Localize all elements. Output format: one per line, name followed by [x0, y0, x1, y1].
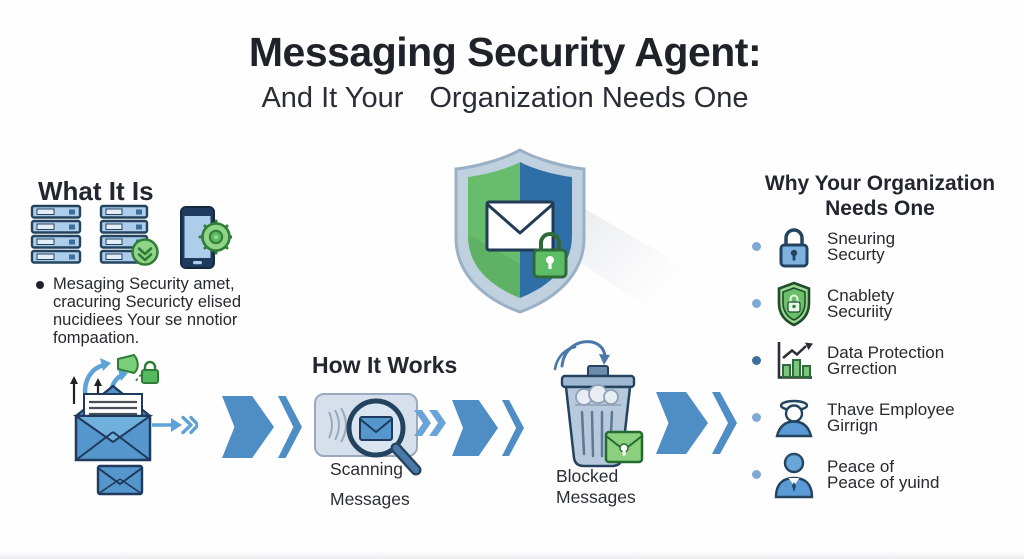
why-item-line1: Cnablety [827, 286, 895, 305]
arrow-body [656, 392, 708, 454]
bullet-dot [752, 470, 761, 479]
employee-icon [771, 395, 817, 441]
why-item-line1: Thave Employee [827, 400, 955, 419]
arrow-right-small-icon [152, 415, 198, 435]
subtitle-part2: Organization Needs One [429, 82, 749, 115]
server-download-badge-icon [99, 204, 159, 266]
bullet-dot [752, 242, 761, 251]
how-it-works-heading: How It Works [312, 352, 458, 378]
page-subtitle: And It Your Organization Needs One [0, 82, 1010, 115]
flow-arrow-icon [222, 396, 302, 458]
bullet-dot [752, 356, 761, 365]
person-suit-icon [771, 452, 817, 498]
why-list: Sneuring Securty Cnablety Securiity [752, 224, 1014, 498]
arrow-chevron [502, 400, 524, 456]
what-text-line: nucidiees Your se nnotior [53, 311, 238, 329]
page-title: Messaging Security Agent: [248, 29, 762, 75]
why-item-line2: Securiity [827, 301, 893, 321]
why-item-securing: Sneuring Securty [752, 224, 1014, 269]
flow-arrow-icon [452, 400, 524, 456]
why-heading: Why Your Organization Needs One [752, 172, 1008, 222]
blocked-label: Blocked Messages [556, 466, 636, 508]
why-item-text: Data Protection Grrection [827, 343, 945, 378]
what-text-line: fompaation. [53, 329, 140, 347]
arrow-chevron [278, 396, 302, 458]
lock-icon [771, 224, 817, 270]
scanning-label-line2: Messages [330, 489, 410, 509]
blocked-trash-icon [553, 340, 644, 468]
bottom-shadow [0, 551, 1024, 559]
why-item-line1: Peace of [827, 457, 895, 476]
why-item-peace: Peace of Peace of yuind [752, 452, 1014, 498]
what-it-is-text: Mesaging Security amet, cracuring Securi… [53, 275, 241, 347]
why-item-text: Thave Employee Girrign [827, 400, 955, 435]
server-rack-icon [30, 204, 82, 264]
chart-growth-icon [771, 338, 817, 384]
why-item-line2: Girrign [827, 415, 879, 435]
why-item-text: Sneuring Securty [827, 229, 896, 264]
bullet-dot [752, 413, 761, 422]
scanning-magnifier-icon [314, 393, 422, 476]
bullet-dot [752, 299, 761, 308]
why-item-line2: Peace of yuind [827, 472, 940, 492]
why-item-line2: Securty [827, 244, 885, 264]
title-block: Messaging Security Agent: And It Your Org… [0, 29, 1010, 115]
shield-email-lock-icon [438, 146, 602, 323]
why-heading-line2: Needs One [825, 196, 935, 220]
arrow-body [452, 400, 498, 456]
why-item-text: Peace of Peace of yuind [827, 457, 940, 492]
shield-lock-icon [771, 281, 817, 327]
arrow-chevron [712, 392, 737, 454]
why-item-line1: Sneuring [827, 229, 896, 248]
flow-arrow-icon [656, 392, 737, 454]
why-item-line2: Grrection [827, 358, 897, 378]
arrow-body [222, 396, 274, 458]
what-text-line: Mesaging Security amet, [53, 275, 235, 293]
scanning-label-line1: Scanning [330, 459, 403, 479]
why-item-line1: Data Protection [827, 343, 945, 362]
outgoing-email-icon [70, 353, 159, 496]
phone-gear-icon [180, 206, 232, 269]
subtitle-part1: And It Your [261, 82, 404, 115]
what-it-is-icons [28, 204, 232, 272]
chevrons-right-icon [414, 410, 446, 436]
what-it-is-heading: What It Is [38, 176, 154, 206]
why-item-text: Cnablety Securiity [827, 286, 895, 321]
what-it-is-bullet: Mesaging Security amet, cracuring Securi… [36, 275, 246, 347]
bullet-dot [36, 281, 44, 289]
why-item-data-protection: Data Protection Grrection [752, 338, 1014, 383]
blocked-label-line1: Blocked [556, 466, 619, 486]
why-item-employee: Thave Employee Girrign [752, 395, 1014, 440]
why-heading-line1: Why Your Organization [764, 172, 996, 195]
blocked-label-line2: Messages [556, 487, 636, 507]
why-item-security: Cnablety Securiity [752, 281, 1014, 326]
what-text-line: cracuring Securicty elised [53, 293, 241, 311]
